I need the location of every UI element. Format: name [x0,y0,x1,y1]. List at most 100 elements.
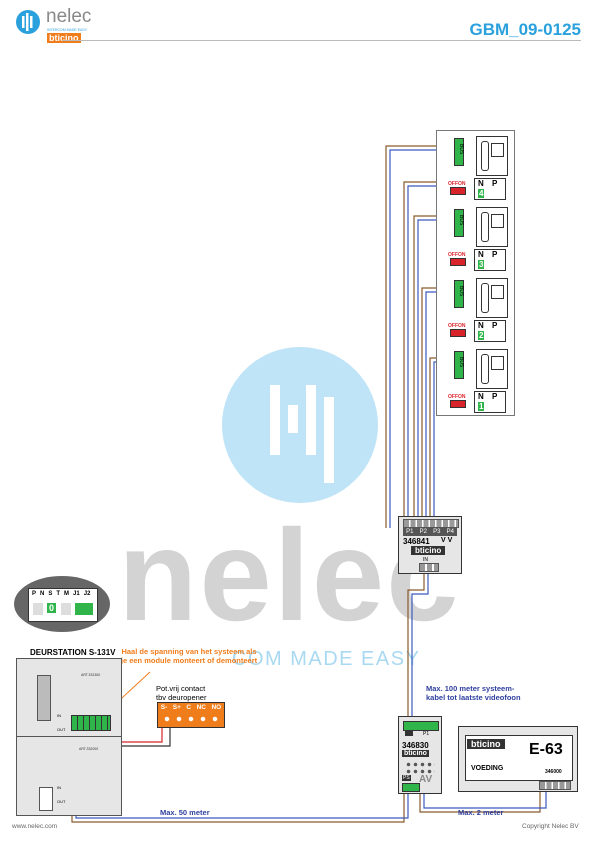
port-label: P4 [446,528,454,535]
dip-label: S [48,591,53,597]
terminal-label: S+ [172,704,181,711]
adapter-top-terminals [403,721,439,731]
switch-icon [450,187,466,195]
port-label: P3 [433,528,441,535]
adapter-bottom-terminals [402,783,420,792]
dip-label: M [64,591,70,597]
handset-icon [476,278,508,318]
module-code: ART.331300 [81,673,101,677]
footer-copyright: Copyright Nelec BV [522,823,579,830]
adapter-brand: bticino [402,750,429,757]
distributor-ports: P1 P2 P3 P4 [403,527,457,536]
terminal-label: S- [160,704,168,711]
terminal-screws [161,715,221,723]
p-label: P [492,392,498,401]
distributor-346841: P1 P2 P3 P4 346841 V V bticino IN [398,516,462,574]
monitor-unit: BUS OFF ON N P 3 [436,201,514,273]
n-label: N [478,179,484,188]
out-label: OUT [57,727,66,732]
note-max-50: Max. 50 meter [160,808,210,817]
door-station-upper: ART.331300 IN OUT [16,658,122,738]
contact-terminal-block: S- S+ C NC NO [157,702,225,728]
p-label: P [492,250,498,259]
adapter-p1: P1 [423,731,430,737]
dip-value: 0 [47,603,57,613]
dip-callout: P N S T M J1 J2 0 [14,576,110,632]
distributor-in-label: IN [423,557,428,563]
dip-label: J1 [73,591,80,597]
header-rule [62,40,581,41]
module-code: ART.332000 [79,747,99,751]
bus-label: BUS [458,215,464,226]
watermark-circle [222,347,378,503]
psu-label: VOEDING [471,765,504,772]
np-box: N P 4 [474,178,506,200]
unit-id: 2 [478,331,485,340]
p-label: P [492,179,498,188]
nelec-logo-icon [16,10,40,34]
switch-off-label: OFF [448,252,458,258]
brand-tagline: INTERCOM MADE EASY [47,28,88,32]
adapter-dots [405,761,435,775]
watermark-bars-icon [270,385,334,483]
unit-id: 4 [478,189,485,198]
contact-subtitle: tbv deuropener [156,693,207,702]
adapter-346830: P1 346830 bticino PS AV [398,716,442,794]
power-supply-e63: bticino E-63 VOEDING 346000 [458,726,578,792]
switch-on-label: ON [458,323,466,329]
monitor-unit: BUS OFF ON N P 2 [436,272,514,344]
dip-slot [61,603,71,615]
n-label: N [478,392,484,401]
switch-off-label: OFF [448,394,458,400]
distributor-in-terminal [419,563,439,572]
door-station-title: DEURSTATION S-131V [30,648,116,657]
p-label: P [492,321,498,330]
camera-module-icon [37,675,51,721]
port-label: P2 [419,528,427,535]
dip-slot [75,603,93,615]
in-label: IN [57,713,61,718]
unit-id: 3 [478,260,485,269]
dip-label: T [56,591,61,597]
switch-off-label: OFF [448,181,458,187]
bus-terminal [454,138,464,166]
dip-label: N [40,591,45,597]
switch-on-label: ON [458,181,466,187]
terminal-label: NO [211,704,222,711]
in-label: IN [57,785,61,790]
distributor-model: 346841 [403,537,430,546]
header-logo: nelec INTERCOM MADE EASY bticino [14,6,114,44]
dip-slot [33,603,43,615]
note-max-100: Max. 100 meter systeem- [426,684,515,693]
bus-label: BUS [458,144,464,155]
psu-code: 346000 [545,769,562,775]
bus-terminal [454,351,464,379]
note-max-100-2: kabel tot laatste videofoon [426,693,521,702]
monitor-unit: BUS OFF ON N P 4 [436,130,514,202]
n-label: N [478,321,484,330]
partner-brand: bticino [47,33,81,43]
adapter-av: AV [419,774,433,785]
port-label: P1 [406,528,414,535]
adapter-model: 346830 [402,741,429,750]
bus-terminal [454,209,464,237]
terminal-block [71,715,111,731]
switch-off-label: OFF [448,323,458,329]
distributor-vv: V V [441,537,453,544]
unit-id: 1 [478,402,485,411]
switch-icon [450,329,466,337]
np-box: N P 1 [474,391,506,413]
switch-on-label: ON [458,394,466,400]
contact-title: Pot.vrij contact [156,684,206,693]
watermark-tagline: COM MADE EASY [232,648,421,670]
handset-icon [476,136,508,176]
switch-on-label: ON [458,252,466,258]
switch-icon [450,400,466,408]
door-station-lower: ART.332000 IN OUT [16,736,122,816]
np-box: N P 3 [474,249,506,271]
dip-label: P [32,591,37,597]
bus-label: BUS [458,357,464,368]
keypad-module-icon [39,787,53,811]
distributor-brand: bticino [411,546,446,555]
handset-icon [476,207,508,247]
